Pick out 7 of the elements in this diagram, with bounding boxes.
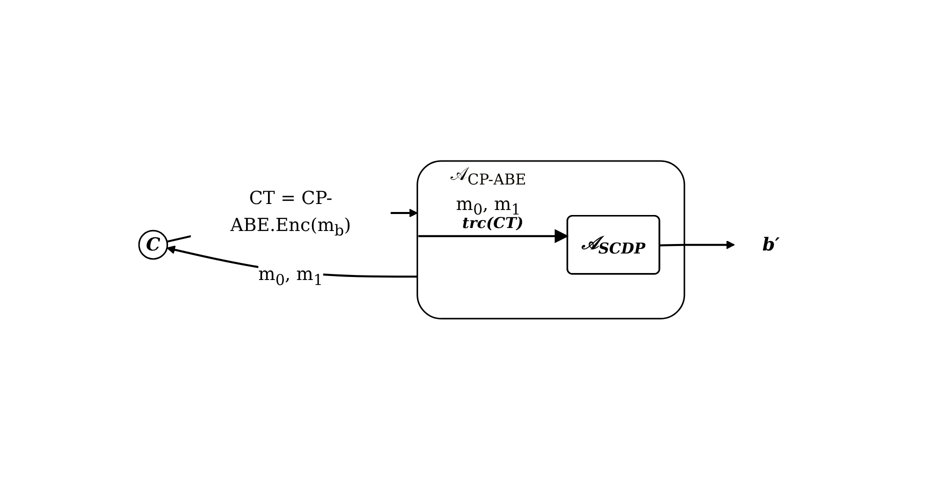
arrow (660, 240, 735, 250)
edge-label: CT = CP-ABE.Enc(m$_{b}$) (230, 188, 352, 240)
node-text: b′ (762, 234, 780, 256)
edge-label: trc(CT) (462, 214, 524, 232)
arrow (418, 229, 569, 244)
edge-label: m$_{0}$, m$_{1}$ (258, 264, 324, 289)
node-circle: C (138, 230, 168, 260)
